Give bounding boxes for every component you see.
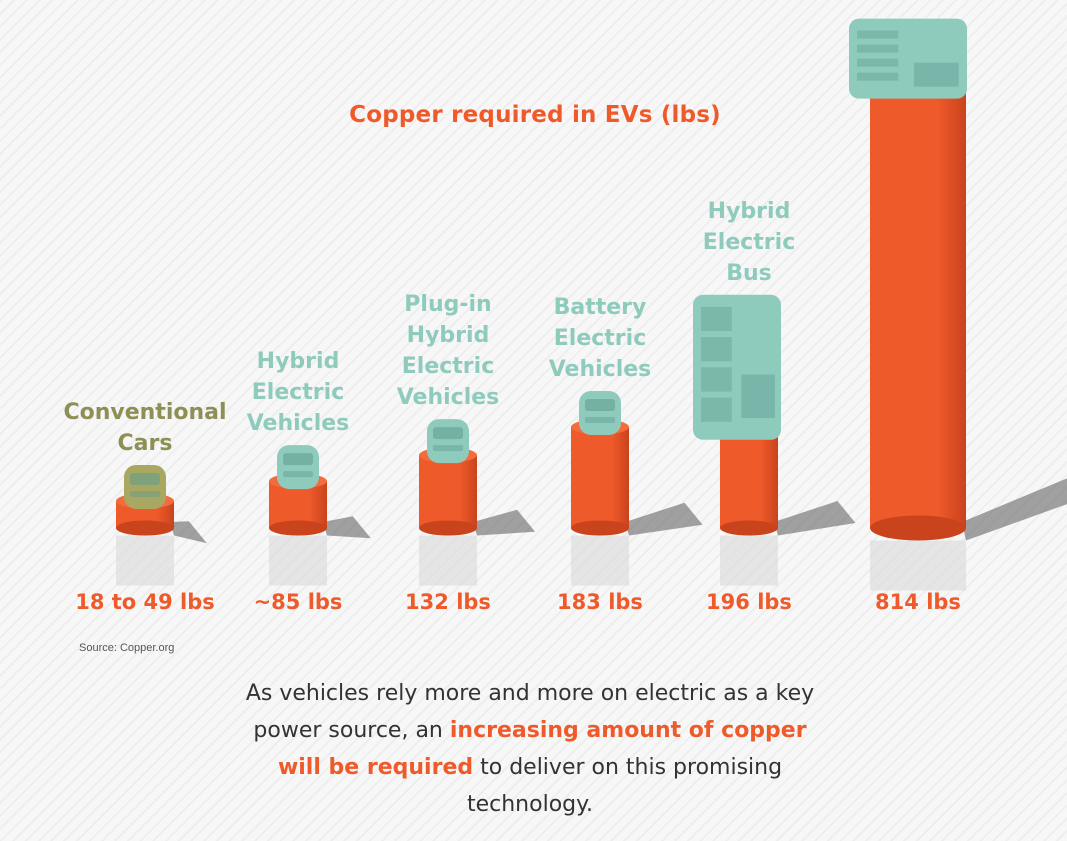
bar-shadow	[323, 516, 371, 539]
category-label: Plug-in Hybrid Electric Vehicles	[396, 292, 500, 411]
car-icon	[124, 464, 166, 509]
bar-shadow	[962, 478, 1067, 541]
bar-group-2	[419, 419, 536, 586]
value-label: 814 lbs	[875, 590, 961, 614]
bar-group-3	[571, 390, 703, 586]
car-icon	[579, 390, 621, 435]
bar-shadow	[774, 500, 856, 536]
footer-text: As vehicles rely more and more on electr…	[230, 675, 830, 823]
car-icon	[277, 445, 319, 490]
source-note: Source: Copper.org	[79, 642, 175, 654]
bus-icon	[849, 18, 967, 99]
bar-base	[571, 520, 629, 536]
category-label: Hybrid Electric Vehicles	[246, 349, 350, 437]
bar-reflection	[870, 540, 966, 591]
value-label: ~85 lbs	[253, 590, 343, 614]
bar-base	[419, 520, 477, 536]
bar-reflection	[269, 535, 327, 586]
bar-reflection	[419, 535, 477, 586]
bar-shadow	[170, 521, 207, 544]
bar-base	[116, 520, 174, 536]
bar-group-1	[269, 445, 371, 586]
category-label: Hybrid Electric Bus	[702, 198, 796, 286]
bar-group-4	[693, 294, 856, 586]
bar-reflection	[571, 535, 629, 586]
bar-shadow	[625, 502, 703, 536]
chart-title: Copper required in EVs (lbs)	[349, 102, 721, 128]
bus-icon	[693, 294, 781, 440]
footer-text-part1: As vehicles rely more and more on electr…	[245, 681, 815, 743]
bar-shadow	[473, 509, 536, 536]
footer-text-part2: to deliver on this promising technology.	[466, 755, 783, 817]
bar-base	[269, 520, 327, 536]
value-label: 196 lbs	[706, 590, 792, 614]
bar-reflection	[116, 535, 174, 586]
bar-reflection	[720, 535, 778, 586]
value-label: 18 to 49 lbs	[75, 590, 215, 614]
bar-group-0	[116, 464, 207, 586]
car-icon	[427, 419, 469, 464]
footer-highlight: increasing amount of copper will be requ…	[277, 718, 807, 780]
value-label: 183 lbs	[557, 590, 643, 614]
bar	[571, 426, 629, 528]
value-label: 132 lbs	[405, 590, 491, 614]
bar	[419, 455, 477, 528]
bar-group-5	[849, 18, 1067, 591]
bar-base	[870, 515, 966, 541]
bar	[870, 78, 966, 528]
bar-base	[720, 520, 778, 536]
category-label: Battery Electric Vehicles	[548, 294, 652, 382]
category-label: Conventional Cars	[63, 399, 227, 456]
